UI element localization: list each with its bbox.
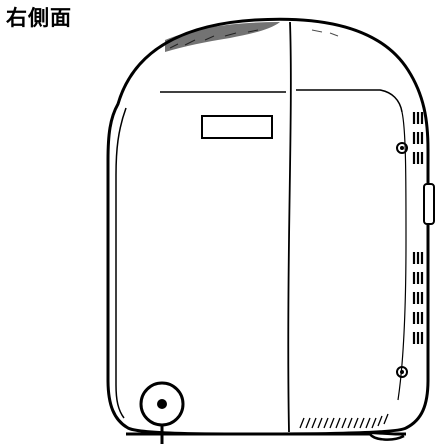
vent-slots-lower bbox=[412, 252, 424, 344]
device-right-inner-contour bbox=[397, 111, 407, 401]
screw-lower bbox=[396, 366, 408, 378]
device-top-speckle bbox=[169, 29, 339, 49]
page-heading: 右側面 bbox=[6, 6, 72, 30]
device-base-foot bbox=[368, 433, 405, 441]
device-body-outline bbox=[106, 17, 430, 436]
side-tab bbox=[423, 183, 435, 225]
device-left-edge-line bbox=[115, 107, 127, 419]
device-ridge-right bbox=[296, 89, 403, 113]
circled-dot-icon bbox=[139, 381, 185, 444]
vent-slots-upper bbox=[412, 112, 424, 164]
label-plate bbox=[201, 115, 273, 139]
bottom-hatching bbox=[299, 413, 389, 429]
device-top-shading bbox=[165, 22, 280, 52]
device-center-seam bbox=[287, 21, 292, 433]
